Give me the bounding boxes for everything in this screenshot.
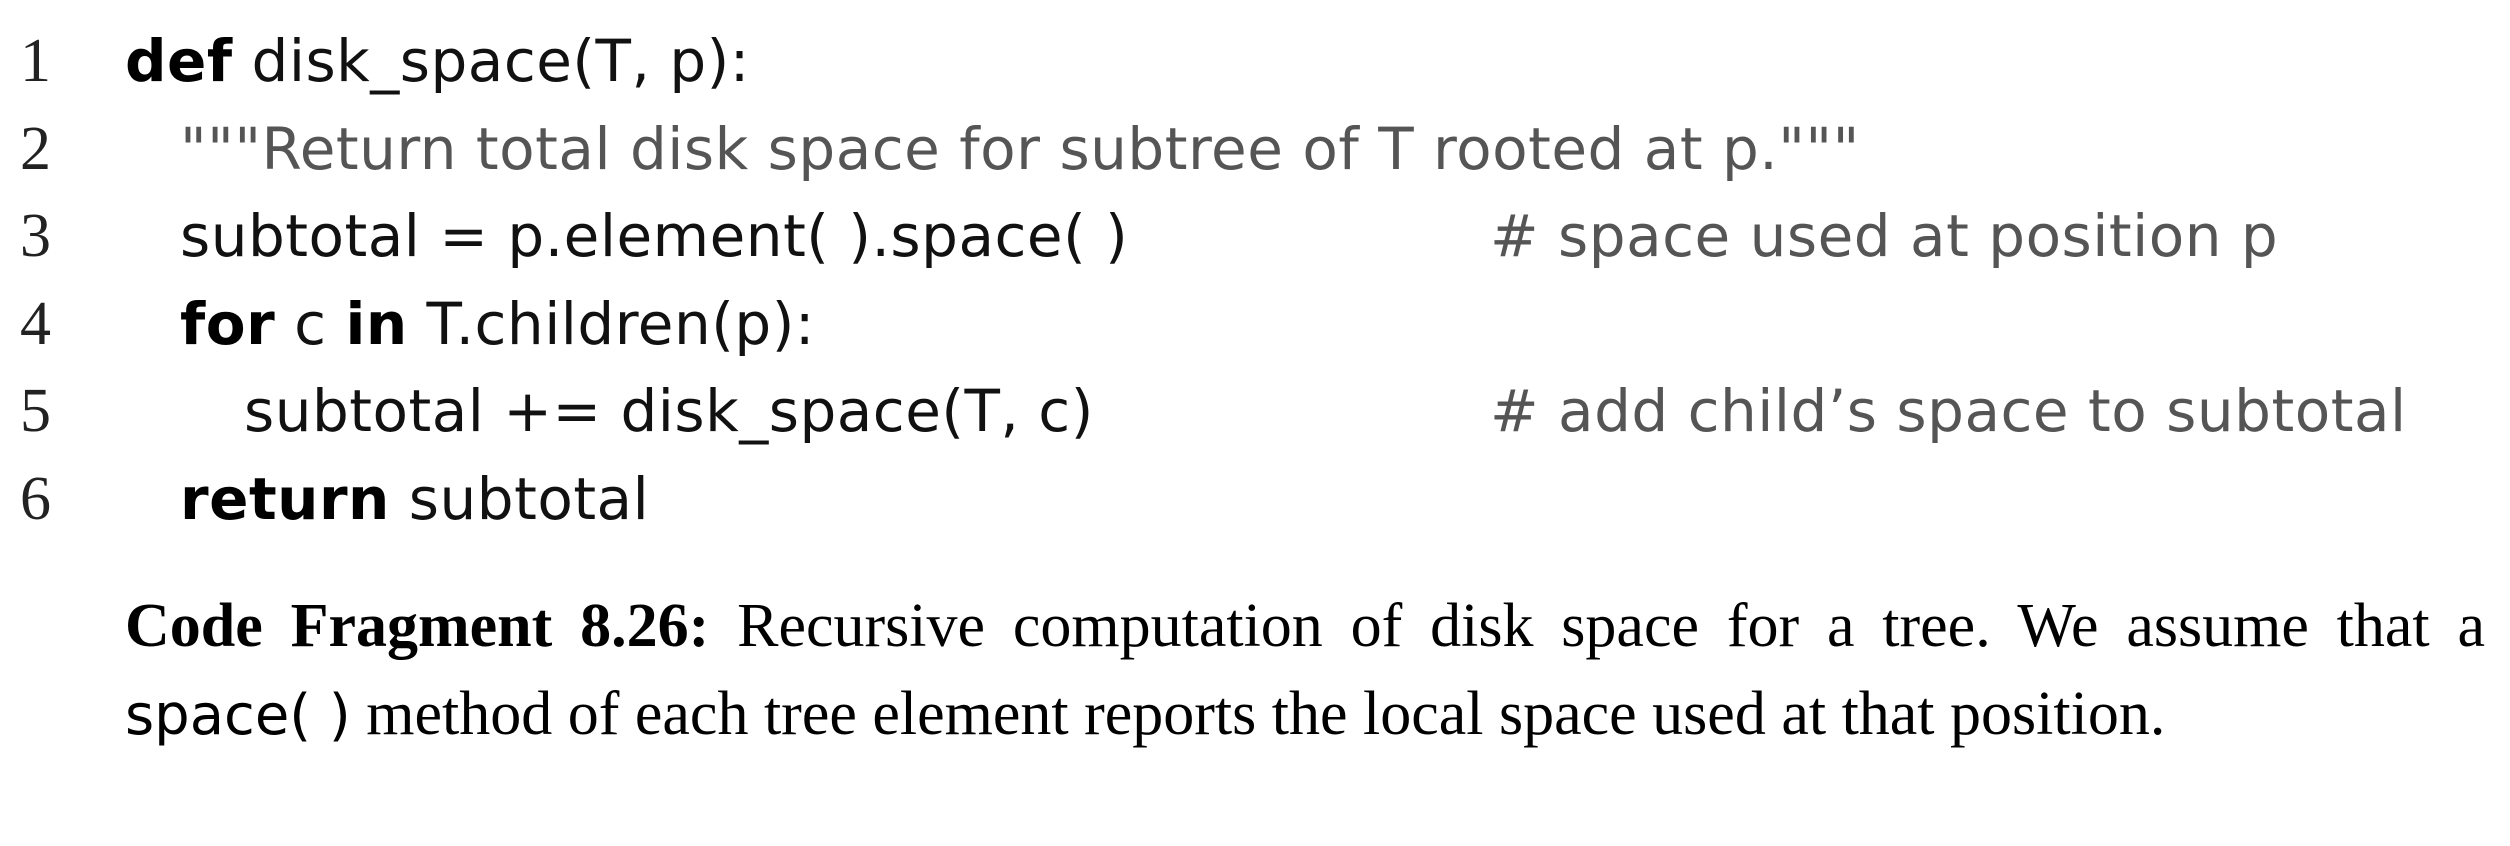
line-number: 5 [20, 377, 51, 445]
line-number: 6 [20, 464, 51, 533]
code-line-2: 2 """Return total disk space for subtree… [0, 106, 2510, 194]
keyword-return: return [180, 464, 390, 533]
code-line-4: 4 for c in T.children(p): [0, 281, 2510, 369]
code-line-3: 3 subtotal = p.element( ).space( ) # spa… [0, 193, 2510, 281]
code-text: subtotal += disk_space(T, c) [244, 377, 1094, 445]
docstring: """Return total disk space for subtree o… [180, 114, 1860, 183]
line-number: 2 [20, 114, 51, 183]
caption-method-name: space( ) [125, 683, 351, 748]
code-listing: 1 def disk_space(T, p): 2 """Return tota… [0, 18, 2510, 543]
return-value: subtotal [389, 464, 650, 533]
line-number: 1 [20, 27, 51, 95]
loop-variable: c [275, 289, 346, 358]
code-comment: # add child’s space to subtotal [1490, 377, 2407, 445]
code-text: return subtotal [180, 464, 649, 534]
code-text: def disk_space(T, p): [125, 26, 750, 96]
keyword-in: in [345, 289, 408, 358]
function-signature: disk_space(T, p): [232, 27, 750, 95]
code-text: for c in T.children(p): [180, 289, 815, 359]
caption-text-after: method of each tree element reports the … [350, 680, 2166, 748]
caption-text-before: Recursive computation of disk space for … [709, 592, 2485, 660]
line-number: 4 [20, 289, 51, 358]
code-line-6: 6 return subtotal [0, 456, 2510, 544]
keyword-def: def [125, 27, 233, 95]
keyword-for: for [180, 289, 276, 358]
caption-label: Code Fragment 8.26: [125, 592, 710, 660]
code-text: subtotal = p.element( ).space( ) [180, 202, 1129, 270]
code-line-1: 1 def disk_space(T, p): [0, 18, 2510, 106]
line-number: 3 [20, 202, 51, 270]
code-line-5: 5 subtotal += disk_space(T, c) # add chi… [0, 368, 2510, 456]
figure-caption: Code Fragment 8.26: Recursive computatio… [125, 582, 2485, 760]
loop-iterable: T.children(p): [407, 289, 815, 358]
code-comment: # space used at position p [1490, 202, 2279, 270]
